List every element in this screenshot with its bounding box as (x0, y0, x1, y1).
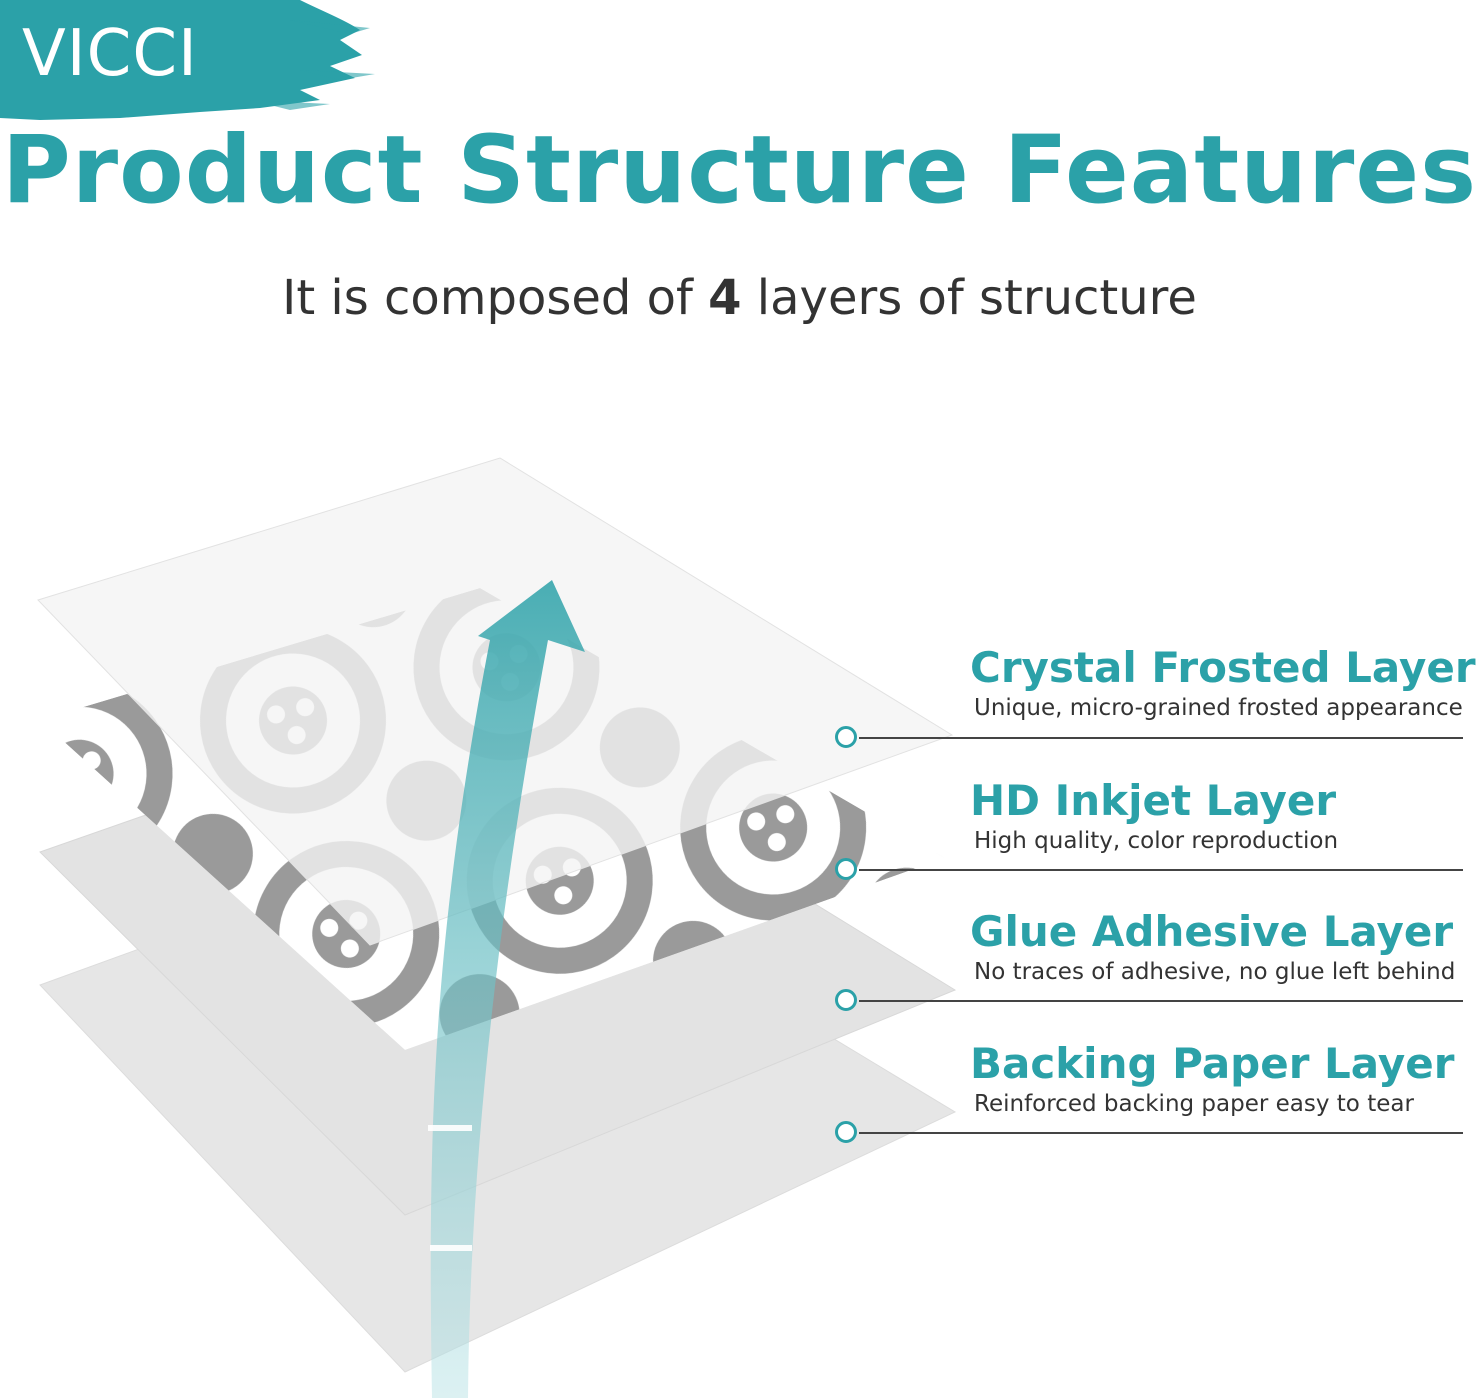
layer-title: HD Inkjet Layer (970, 776, 1337, 825)
layer-label-hd-inkjet: HD Inkjet Layer High quality, color repr… (970, 776, 1479, 855)
layer-label-glue-adhesive: Glue Adhesive Layer No traces of adhesiv… (970, 907, 1479, 986)
layer-stack-illustration (37, 457, 957, 1398)
leader-line (859, 737, 1463, 739)
leader-line (859, 1000, 1463, 1002)
page-title: Product Structure Features (1, 116, 1478, 225)
layer-title: Crystal Frosted Layer (970, 643, 1476, 692)
subtitle-prefix: It is composed of (282, 270, 709, 326)
layer-title: Backing Paper Layer (970, 1039, 1455, 1088)
up-arrow-icon (430, 580, 585, 1398)
layer-title: Glue Adhesive Layer (970, 907, 1454, 956)
brand-logo: VICCI (0, 0, 380, 130)
layer-description: Reinforced backing paper easy to tear (974, 1091, 1414, 1118)
subtitle-suffix: layers of structure (741, 270, 1197, 326)
pointer-dot-icon (835, 858, 857, 880)
leader-line (859, 869, 1463, 871)
layer-description: Unique, micro-grained frosted appearance (974, 695, 1463, 722)
layer-label-crystal-frosted: Crystal Frosted Layer Unique, micro-grai… (970, 643, 1479, 722)
page-subtitle: It is composed of 4 layers of structure (0, 270, 1479, 326)
layer-label-backing-paper: Backing Paper Layer Reinforced backing p… (970, 1039, 1479, 1118)
pointer-dot-icon (835, 1121, 857, 1143)
brand-name: VICCI (22, 17, 198, 91)
layer-description: High quality, color reproduction (974, 828, 1339, 855)
layer-description: No traces of adhesive, no glue left behi… (974, 959, 1456, 986)
subtitle-count: 4 (708, 270, 742, 326)
pointer-dot-icon (835, 989, 857, 1011)
leader-line (859, 1132, 1463, 1134)
brush-stroke-shape (0, 0, 375, 120)
pointer-dot-icon (835, 726, 857, 748)
